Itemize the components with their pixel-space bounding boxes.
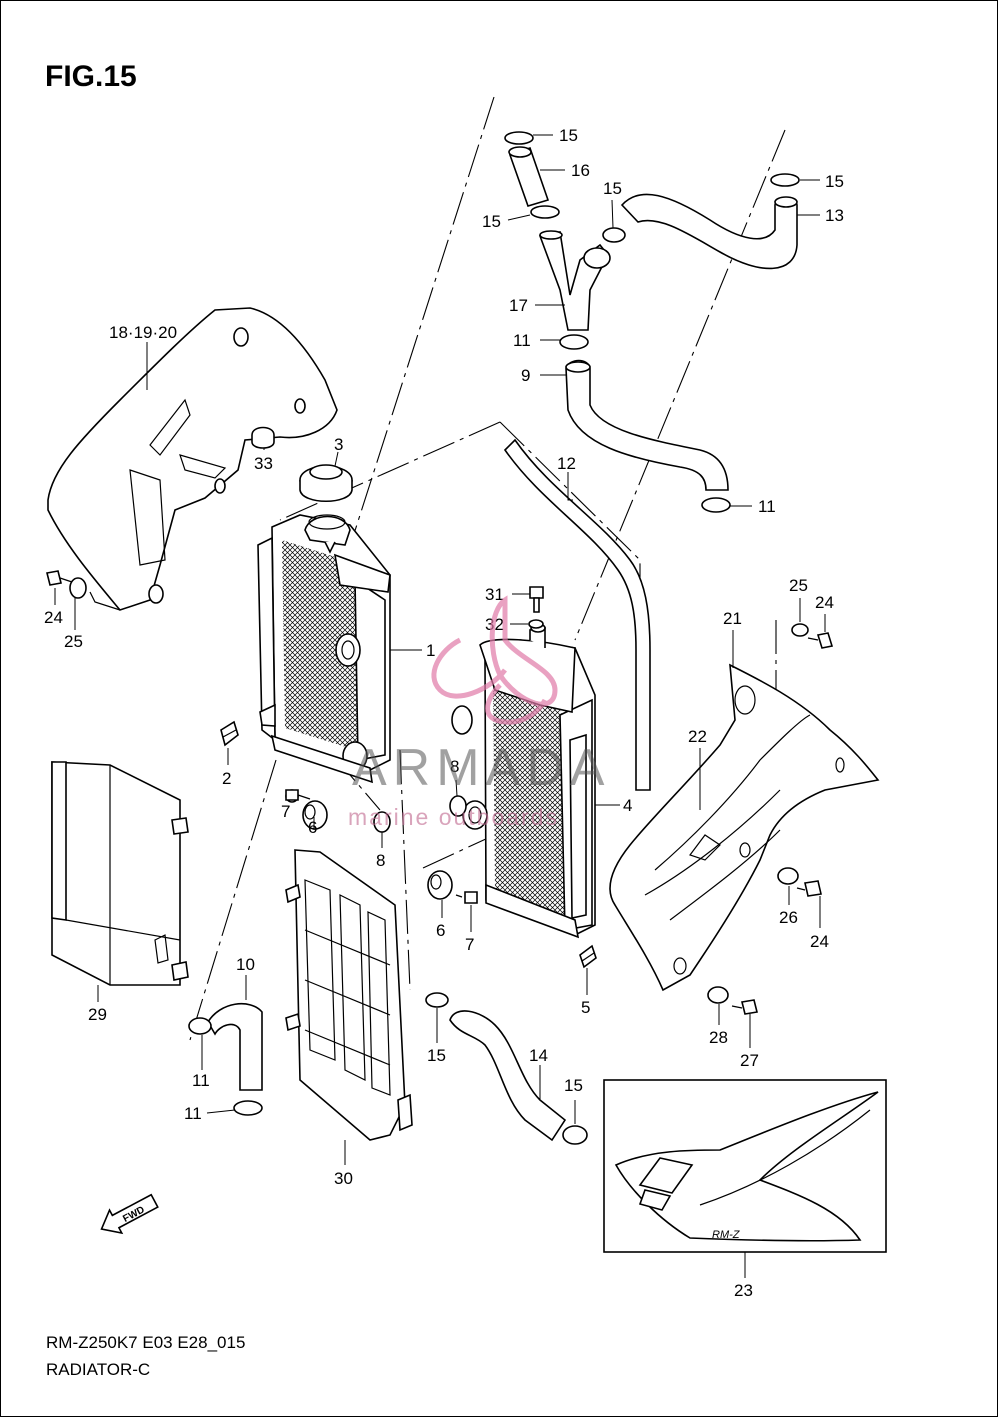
watermark-brand: ARMADA [352,739,610,797]
callout-18-19-20: 18·19·20 [109,323,177,342]
part-12-hose [503,438,651,791]
part-26-24-fasteners-mid-right [777,867,822,897]
callout-11: 11 [758,497,776,516]
callout-23: 23 [734,1281,753,1300]
part-25-24-fasteners-top-right [791,623,834,649]
callout-15: 15 [559,126,578,145]
part-9-hose [565,359,729,491]
fwd-arrow-label: FWD [121,1204,146,1224]
part-7-bolt-right [455,891,478,904]
model-code: RM-Z250K7 E03 E28_015 [46,1333,246,1352]
callout-1: 1 [426,641,435,660]
callout-24: 24 [810,932,829,951]
part-3-radiator-cap [299,464,353,502]
leader-lines [54,134,826,1278]
part-11-clamp-top [559,334,589,350]
section-name: RADIATOR-C [46,1360,151,1379]
part-11-clamp-mid [701,497,731,513]
callout-30: 30 [334,1169,353,1188]
part-11-clamps-bottom [188,1017,263,1116]
part-5-clip-right [579,944,597,969]
part-15-clamps-top [504,131,800,243]
part-2-clip-left [220,720,239,747]
part-31-bolt [529,586,544,613]
part-23-decal-box: RM-Z [603,1079,887,1253]
figure-title: FIG.15 [45,60,137,93]
callout-22: 22 [688,727,707,746]
part-16-hose [508,146,550,207]
callout-labels: 15 16 15 15 15 13 17 11 9 12 11 18·19·20… [44,126,844,1300]
callout-15: 15 [427,1046,446,1065]
callout-7: 7 [281,802,290,821]
part-29-guard [51,761,189,986]
callout-25: 25 [64,632,83,651]
callout-25: 25 [789,576,808,595]
part-shroud-left [47,307,338,611]
callout-24: 24 [815,593,834,612]
callout-11: 11 [192,1071,210,1090]
callout-11: 11 [184,1104,202,1123]
part-6-cushion-left [302,800,328,830]
callout-7: 7 [465,935,474,954]
callout-8: 8 [376,851,385,870]
part-13-hose [620,193,798,270]
part-17-y-joint [538,230,611,331]
callout-11: 11 [513,331,531,350]
callout-8: 8 [450,757,459,776]
callout-4: 4 [623,796,632,815]
callout-21: 21 [723,609,742,628]
callout-26: 26 [779,908,798,927]
part-33-grommet [251,426,275,449]
part-6-cushion-right [427,870,453,900]
decal-rmz-text: RM-Z [712,1229,741,1241]
part-15-clamps-bottom [425,992,588,1145]
part-28-27-fasteners-bottom-right [707,986,758,1015]
part-21-shroud-right [609,663,880,992]
callout-33: 33 [254,454,273,473]
callout-15: 15 [482,212,501,231]
callout-31: 31 [485,585,504,604]
callout-13: 13 [825,206,844,225]
callout-15: 15 [603,179,622,198]
part-10-hose [207,1003,263,1091]
callout-14: 14 [529,1046,548,1065]
part-4-radiator-right [451,623,596,939]
part-14-hose [449,1010,567,1142]
watermark-tagline: marine outboards [348,804,559,830]
callout-2: 2 [222,769,231,788]
watermark: ARMADA marine outboards [348,595,610,830]
fwd-arrow: FWD [100,1193,159,1235]
part-8-collar-right [449,795,467,817]
callout-6: 6 [436,921,445,940]
callout-15: 15 [564,1076,583,1095]
watermark-logo-icon [431,595,558,725]
callout-5: 5 [581,998,590,1017]
callout-3: 3 [334,435,343,454]
callout-10: 10 [236,955,255,974]
part-1-radiator-left [257,514,391,784]
callout-24: 24 [44,608,63,627]
part-7-bolt-left [285,789,311,803]
part-32-washer [528,619,544,629]
callout-15: 15 [825,172,844,191]
callout-28: 28 [709,1028,728,1047]
callout-17: 17 [509,296,528,315]
callout-16: 16 [571,161,590,180]
callout-6: 6 [308,818,317,837]
callout-9: 9 [521,366,530,385]
part-24-25-fasteners-left [46,570,87,599]
callout-29: 29 [88,1005,107,1024]
callout-12: 12 [557,454,576,473]
callout-27: 27 [740,1051,759,1070]
part-30-radiator-guard [285,849,413,1141]
